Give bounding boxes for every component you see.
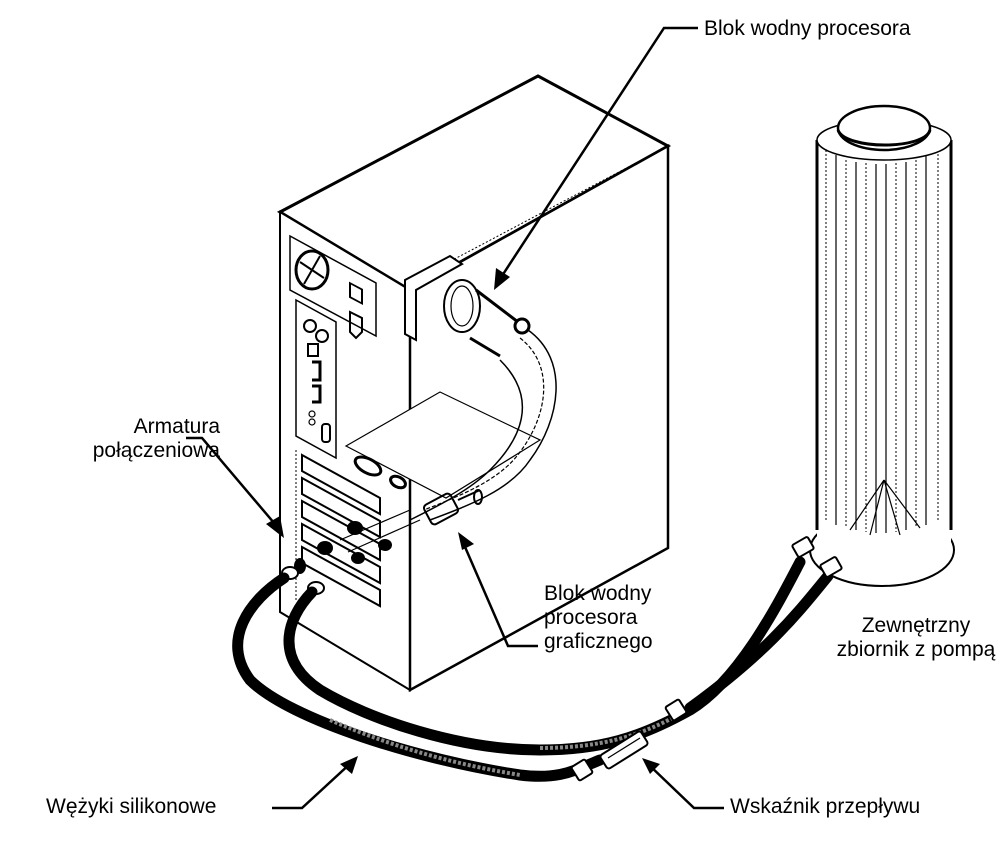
label-connection-fittings: Armatura połączeniowa: [92, 415, 220, 462]
psu-panel: [289, 234, 377, 338]
label-gpu-water-block: Blok wodny procesora graficznego: [544, 582, 653, 653]
psu-fan-icon: [294, 249, 330, 291]
gpu-water-block: [423, 489, 483, 526]
leader-gpu-block: [458, 532, 538, 648]
hose-reservoir: [684, 570, 834, 714]
case-inner-edge: [429, 145, 669, 273]
power-socket: [349, 310, 363, 340]
reservoir-body: [817, 140, 951, 550]
leader-cpu-block: [494, 26, 698, 290]
external-reservoir: [791, 104, 955, 587]
leader-flow: [642, 758, 724, 810]
internal-tube-2: [409, 359, 524, 521]
case-side-face: [408, 143, 670, 693]
internal-tube-1: [429, 329, 557, 521]
silicone-tubes: [232, 556, 834, 782]
leader-tubes: [272, 756, 358, 810]
hose-outer: [232, 572, 606, 782]
leader-fittings: [186, 436, 284, 538]
label-cpu-water-block: Blok wodny procesora: [704, 17, 911, 40]
power-switch: [349, 281, 363, 306]
internal-tube-1b: [423, 337, 545, 511]
label-flow-indicator: Wskaźnik przepływu: [730, 795, 921, 818]
flow-indicator: [570, 698, 688, 782]
cpu-water-block: [404, 254, 531, 358]
io-ports: [303, 319, 331, 443]
pc-tower-case: [276, 74, 672, 693]
hose-inner-hatch: [539, 712, 681, 750]
reservoir-fins: [825, 150, 939, 533]
gpu-port-dvi: [353, 455, 383, 477]
label-external-reservoir: Zewnętrzny zbiornik z pompą: [836, 614, 996, 661]
gpu-port-vga: [389, 474, 407, 490]
gpu-card: [344, 391, 542, 499]
label-silicone-tubes: Wężyki silikonowe: [46, 795, 217, 818]
reservoir-cap: [836, 104, 932, 152]
hose-outer-hatch: [329, 718, 521, 777]
